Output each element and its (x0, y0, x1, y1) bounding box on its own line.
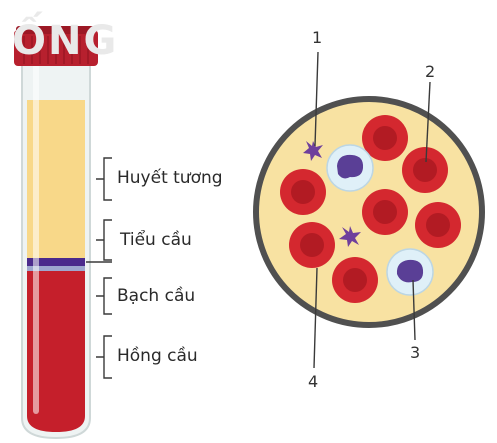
label-wbc: Bạch cầu (117, 286, 195, 306)
test-tube (14, 26, 98, 438)
bracket-platelets (96, 220, 112, 260)
callout-number-3: 3 (410, 343, 420, 362)
label-rbc: Hồng cầu (117, 346, 198, 366)
rbc-cell (289, 222, 335, 268)
wbc-cell (387, 249, 433, 295)
blood-cell-circle (256, 52, 482, 368)
label-plasma: Huyết tương (117, 168, 223, 188)
rbc-cell (280, 169, 326, 215)
callout-number-4: 4 (308, 372, 318, 391)
blur-patch (352, 8, 402, 18)
tube-highlight (33, 64, 39, 414)
label-platelets: Tiểu cầu (120, 230, 192, 250)
watermark-text: ỐNG (12, 18, 118, 64)
rbc-cell (332, 257, 378, 303)
bracket-rbc (96, 336, 112, 378)
bracket-plasma (96, 158, 112, 200)
rbc-cell (402, 147, 448, 193)
callout-number-2: 2 (425, 62, 435, 81)
rbc-cell (415, 202, 461, 248)
callout-number-1: 1 (312, 28, 322, 47)
wbc-cell (327, 145, 373, 191)
rbc-cell (362, 189, 408, 235)
bracket-wbc (96, 278, 112, 314)
